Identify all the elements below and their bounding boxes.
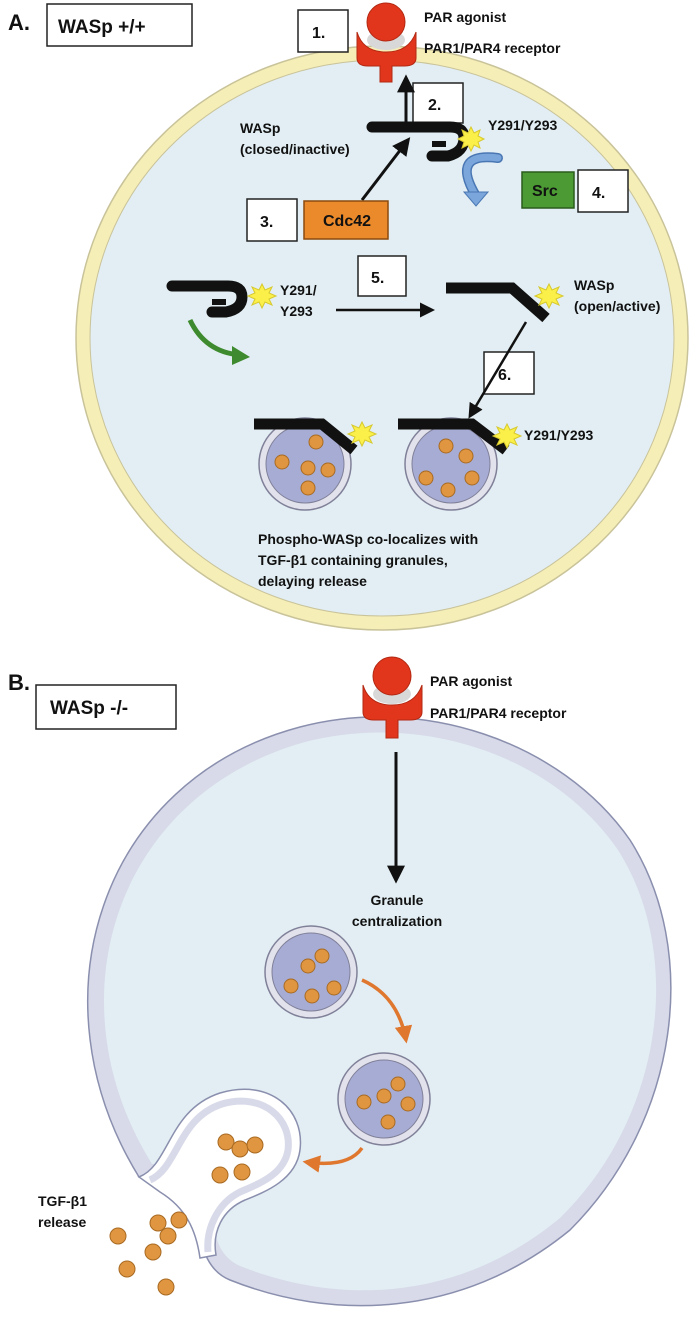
phospho-star-top — [456, 125, 486, 153]
svg-text:Cdc42: Cdc42 — [323, 213, 371, 230]
src-box: Src — [521, 171, 575, 209]
panel-b-letter: B. — [8, 670, 30, 695]
par-receptor-a — [356, 2, 417, 83]
step-box-2: 2. — [412, 82, 464, 124]
granule-label-2: centralization — [352, 913, 442, 929]
panel-a: A. WASp +/+ PAR agonist PAR1/PAR4 recept… — [8, 2, 689, 631]
phospho-star-granule-left — [346, 420, 378, 448]
pocket-membrane — [148, 1097, 292, 1253]
par-agonist-label-b: PAR agonist — [430, 673, 513, 689]
arrow-step-6 — [468, 321, 528, 419]
phospho-star-open — [533, 282, 565, 310]
svg-text:4.: 4. — [592, 185, 605, 202]
site-label-granule: Y291/Y293 — [524, 427, 593, 443]
cdc42-box: Cdc42 — [303, 200, 389, 240]
phospho-star-granule-right — [491, 422, 523, 450]
caption-line-1: Phospho-WASp co-localizes with — [258, 531, 478, 547]
site-label-middle-1: Y291/ — [280, 282, 317, 298]
svg-text:3.: 3. — [260, 214, 273, 231]
phospho-star-middle — [246, 282, 278, 310]
release-label-1: TGF-β1 — [38, 1193, 87, 1209]
panel-b-title-box — [35, 684, 177, 730]
svg-text:Src: Src — [532, 183, 558, 200]
step-box-4: 4. — [577, 169, 629, 213]
wasp-open-label-1: WASp — [574, 277, 614, 293]
release-label-2: release — [38, 1214, 86, 1230]
src-phosphorylation-arrow — [463, 153, 502, 200]
par-agonist-b — [372, 656, 412, 696]
wasp-closed-label-1: WASp — [240, 120, 280, 136]
caption-line-3: delaying release — [258, 573, 367, 589]
panel-a-title-box — [46, 3, 193, 47]
granule-left — [258, 417, 352, 511]
wasp-open-label-2: (open/active) — [574, 298, 660, 314]
step-box-3: 3. — [246, 198, 298, 242]
orange-arrow-1 — [361, 978, 413, 1044]
arrow-cdc42-to-wasp — [360, 137, 411, 201]
granule-label-1: Granule — [371, 892, 424, 908]
released-granules-pocket — [211, 1133, 264, 1184]
green-arrow-head — [232, 346, 250, 365]
panel-a-letter: A. — [8, 10, 30, 35]
panel-b-title: WASp -/- — [50, 698, 128, 719]
svg-text:6.: 6. — [498, 367, 511, 384]
site-label-middle-2: Y293 — [280, 303, 313, 319]
orange-arrow-2 — [302, 1146, 364, 1173]
wasp-closed-middle — [166, 280, 248, 318]
step-box-1: 1. — [297, 9, 349, 53]
wasp-open — [446, 282, 550, 323]
wasp-closed-label-2: (closed/inactive) — [240, 141, 350, 157]
par-receptor-label-b: PAR1/PAR4 receptor — [430, 705, 567, 721]
wasp-on-granule-left — [254, 418, 358, 455]
step-box-5: 5. — [357, 255, 407, 297]
par-agonist-a — [366, 2, 406, 42]
granule-b-2 — [337, 1052, 431, 1146]
par-receptor-b — [362, 656, 423, 739]
svg-text:2.: 2. — [428, 97, 441, 114]
svg-text:5.: 5. — [371, 270, 384, 287]
svg-text:1.: 1. — [312, 25, 325, 42]
released-granules-outside — [109, 1211, 188, 1296]
step-box-6: 6. — [483, 351, 535, 395]
granule-right — [404, 417, 498, 511]
par-receptor-label-a: PAR1/PAR4 receptor — [424, 40, 561, 56]
site-label-top: Y291/Y293 — [488, 117, 557, 133]
panel-a-title: WASp +/+ — [58, 17, 146, 38]
par-agonist-label-a: PAR agonist — [424, 9, 507, 25]
caption-line-2: TGF-β1 containing granules, — [258, 552, 448, 568]
panel-b: B. WASp -/- PAR agonist PAR1/PAR4 recept… — [8, 656, 672, 1307]
granule-b-1 — [264, 925, 358, 1019]
wasp-on-granule-right — [398, 418, 510, 455]
